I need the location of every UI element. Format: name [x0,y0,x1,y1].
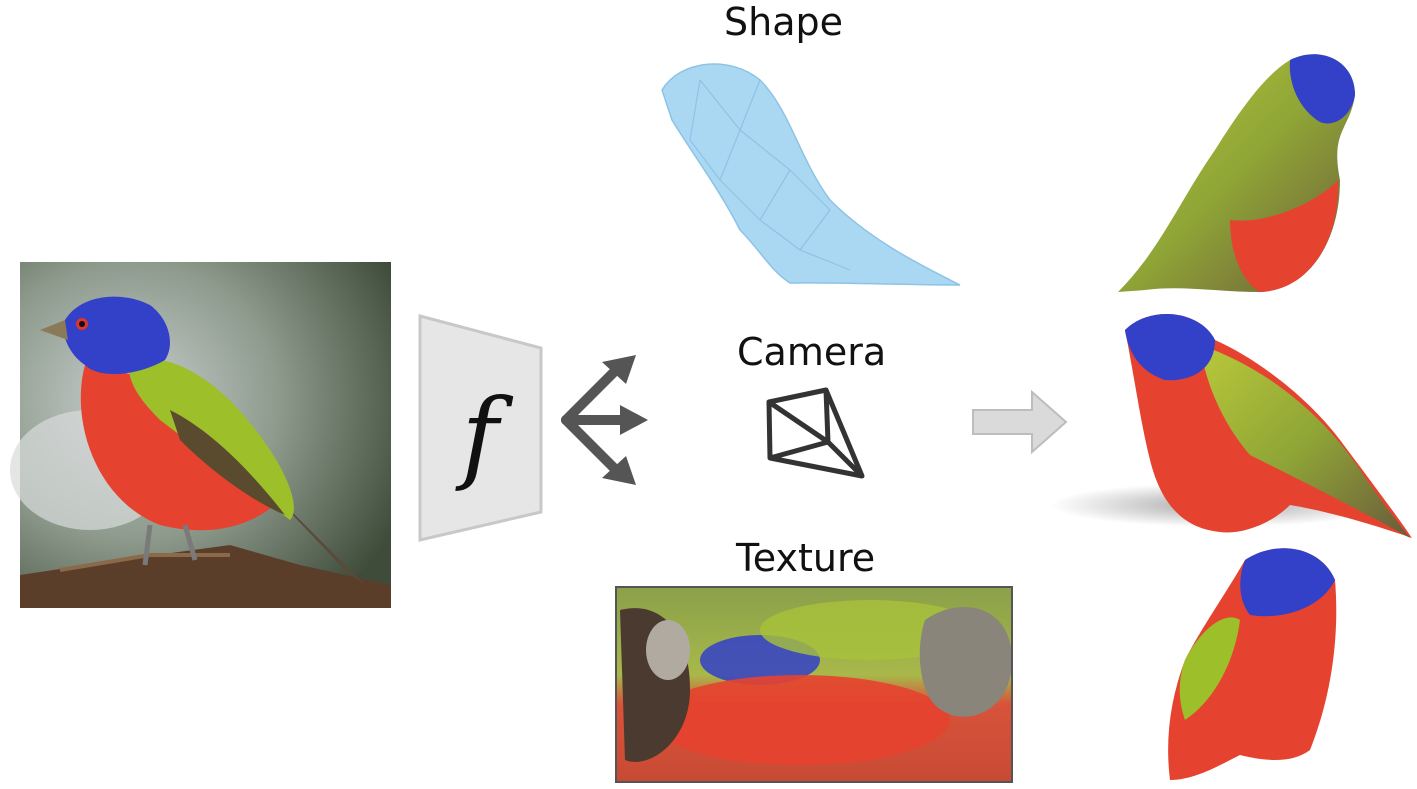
bird-mesh-shape [661,63,961,286]
camera-frustum-icon [766,387,865,479]
three-way-arrow-icon [561,355,648,485]
output-bird-render-2 [1050,313,1412,538]
input-bird-photo [10,262,391,608]
camera-label: Camera [737,330,887,374]
output-bird-render-1 [1118,54,1355,292]
output-bird-render-3 [1168,548,1337,780]
shape-label: Shape [724,0,843,44]
uv-texture-map [615,586,1013,783]
texture-label: Texture [736,536,876,580]
right-arrow-icon [972,389,1068,455]
encoder-block: f [418,314,543,542]
